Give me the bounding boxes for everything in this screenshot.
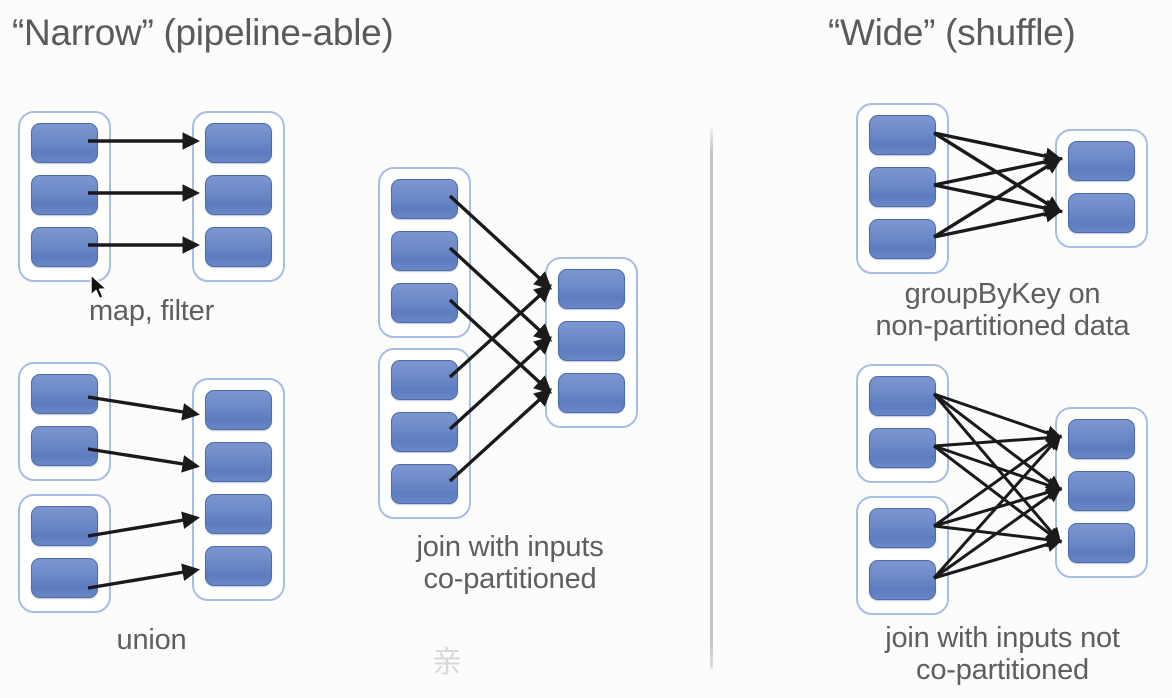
target-partition — [192, 378, 285, 601]
data-block — [205, 494, 272, 534]
target-partition — [192, 111, 285, 282]
data-block — [31, 374, 98, 414]
data-block — [31, 227, 98, 267]
data-block — [1068, 193, 1135, 233]
data-block — [869, 115, 936, 155]
vertical-divider — [710, 124, 713, 669]
watermark-text: 亲 — [432, 645, 462, 680]
data-block — [205, 123, 272, 163]
page-title-narrow: “Narrow” (pipeline-able) — [12, 12, 394, 53]
source-partition — [856, 496, 949, 615]
caption-join-co-partitioned: join with inputs co-partitioned — [416, 531, 604, 596]
data-block — [31, 426, 98, 466]
page-title-wide: “Wide” (shuffle) — [828, 12, 1076, 53]
data-block — [558, 269, 625, 309]
data-block — [1068, 471, 1135, 511]
data-block — [391, 360, 458, 400]
data-block — [205, 546, 272, 586]
data-block — [869, 508, 936, 548]
data-block — [869, 167, 936, 207]
target-partition — [1055, 407, 1148, 578]
source-partition — [856, 364, 949, 483]
source-partition — [18, 494, 111, 613]
data-block — [869, 376, 936, 416]
data-block — [205, 442, 272, 482]
data-block — [558, 321, 625, 361]
source-partition — [378, 167, 471, 338]
data-block — [391, 179, 458, 219]
data-block — [1068, 523, 1135, 563]
caption-map-filter: map, filter — [88, 295, 215, 327]
data-block — [558, 373, 625, 413]
source-partition — [378, 348, 471, 519]
data-block — [391, 412, 458, 452]
data-block — [869, 219, 936, 259]
data-block — [391, 464, 458, 504]
data-block — [869, 428, 936, 468]
data-block — [1068, 141, 1135, 181]
source-partition — [18, 111, 111, 282]
caption-groupbykey: groupByKey on non-partitioned data — [875, 278, 1130, 343]
data-block — [869, 560, 936, 600]
data-block — [1068, 419, 1135, 459]
source-partition — [18, 362, 111, 481]
data-block — [31, 558, 98, 598]
data-block — [31, 175, 98, 215]
target-partition — [545, 257, 638, 428]
data-block — [31, 506, 98, 546]
target-partition — [1055, 129, 1148, 248]
data-block — [391, 231, 458, 271]
data-block — [391, 283, 458, 323]
caption-union: union — [116, 624, 187, 656]
data-block — [31, 123, 98, 163]
data-block — [205, 227, 272, 267]
source-partition — [856, 103, 949, 274]
data-block — [205, 390, 272, 430]
data-block — [205, 175, 272, 215]
caption-join-not-co-partitioned: join with inputs not co-partitioned — [885, 622, 1120, 687]
mouse-pointer-icon — [90, 274, 108, 300]
